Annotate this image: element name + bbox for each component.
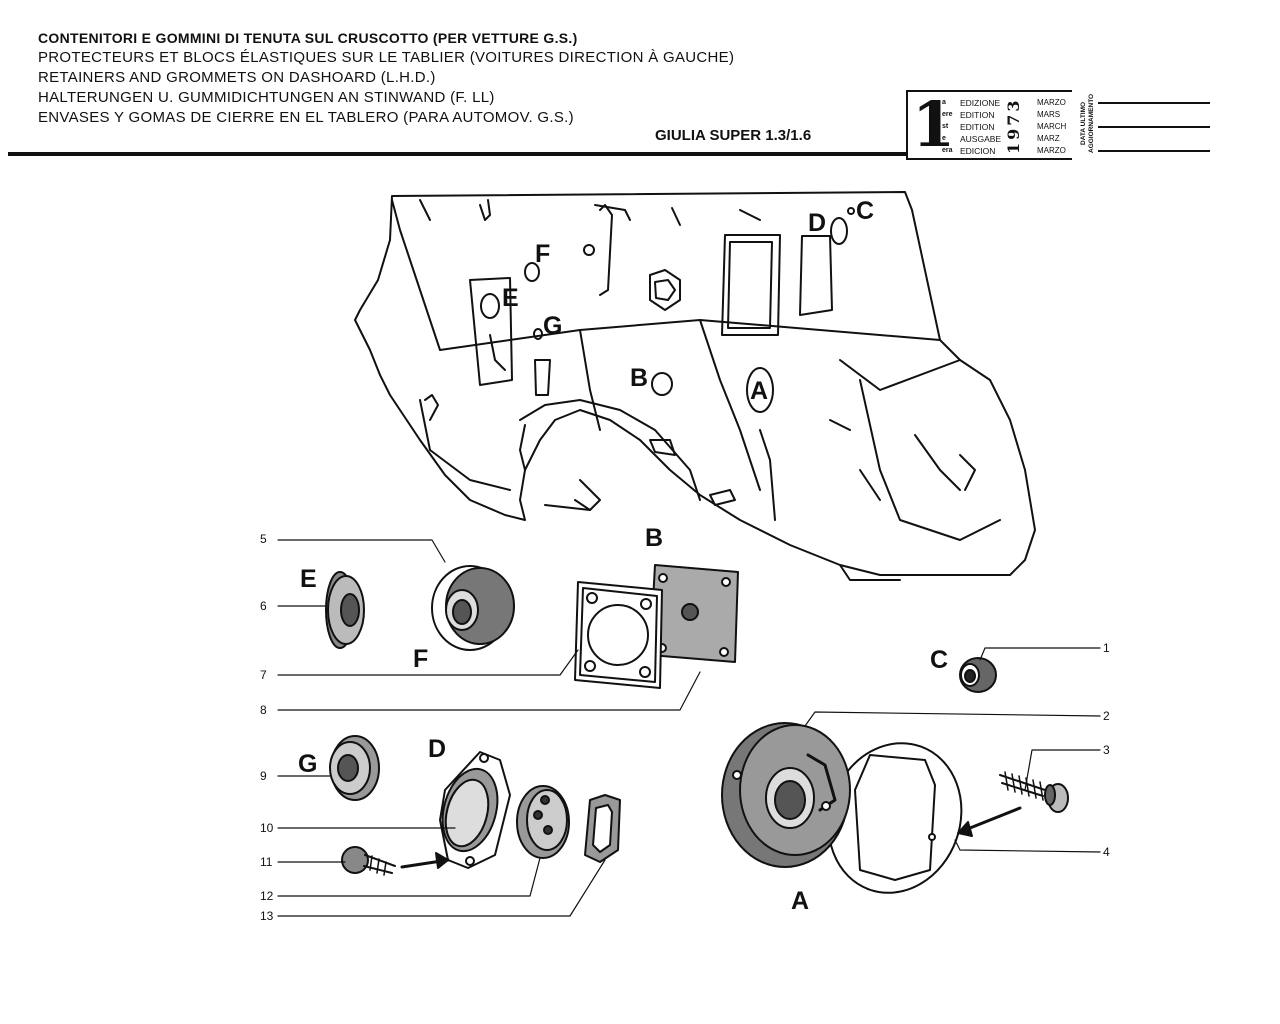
edition-word: EDICION — [960, 146, 996, 156]
edition-word: EDITION — [960, 110, 995, 120]
title-italian: CONTENITORI E GOMMINI DI TENUTA SUL CRUS… — [38, 30, 578, 46]
title-english: RETAINERS AND GROMMETS ON DASHOARD (L.H.… — [38, 69, 436, 86]
panel-letter-c: C — [856, 197, 875, 225]
callout-1: 1 — [1103, 641, 1110, 655]
callout-8: 8 — [260, 703, 267, 717]
callout-11: 11 — [260, 855, 273, 869]
edition-number: 1 — [912, 88, 956, 161]
part-letter-a: A — [791, 887, 810, 915]
update-line — [1098, 126, 1210, 128]
title-french: PROTECTEURS ET BLOCS ÉLASTIQUES SUR LE T… — [38, 49, 735, 66]
cover-d-part — [439, 751, 511, 869]
part-letter-g: G — [298, 750, 318, 778]
edition-box — [906, 90, 1072, 160]
callout-12: 12 — [260, 889, 274, 903]
edition-suffix: a — [942, 99, 946, 106]
callout-3: 3 — [1103, 743, 1110, 757]
update-line — [1098, 102, 1210, 104]
grommet-f-part — [431, 565, 515, 651]
panel-holes — [480, 207, 855, 413]
edition-suffix: ere — [942, 111, 953, 118]
edition-month: MARCH — [1037, 122, 1067, 131]
panel-letter-e: E — [502, 284, 519, 312]
part-letter-d: D — [428, 735, 447, 763]
edition-suffix: e — [942, 135, 946, 142]
header-rule — [8, 152, 906, 156]
edition-month: MARZO — [1037, 98, 1066, 107]
callout-6: 6 — [260, 599, 267, 613]
seal-a-part — [721, 722, 963, 894]
panel-letter-d: D — [808, 209, 827, 237]
title-block: CONTENITORI E GOMMINI DI TENUTA SUL CRUS… — [38, 28, 734, 128]
update-line — [1098, 150, 1210, 152]
part-letter-f: F — [413, 645, 429, 673]
callout-10: 10 — [260, 821, 274, 835]
panel-letter-g: G — [543, 312, 563, 340]
edition-word: EDIZIONE — [960, 98, 1001, 108]
edition-suffix: st — [942, 123, 949, 130]
callout-5: 5 — [260, 532, 267, 546]
edition-word: AUSGABE — [960, 134, 1002, 144]
grommet-12-part — [516, 785, 570, 859]
assembly-arrows — [400, 806, 1022, 869]
title-spanish: ENVASES Y GOMAS DE CIERRE EN EL TABLERO … — [38, 109, 574, 126]
screw-3-part — [999, 771, 1069, 813]
grommet-g-part — [329, 735, 380, 801]
edition-month: MARZO — [1037, 146, 1066, 155]
edition-month: MARS — [1037, 110, 1061, 119]
edition-suffix: era — [942, 147, 953, 154]
panel-letter-f: F — [535, 240, 551, 268]
callout-4: 4 — [1103, 845, 1110, 859]
grommet-e-part — [325, 571, 365, 649]
title-german: HALTERUNGEN U. GUMMIDICHTUNGEN AN STINWA… — [38, 89, 495, 106]
part-letter-e: E — [300, 565, 317, 593]
screw-11-part — [341, 846, 396, 876]
part-letter-c: C — [930, 646, 949, 674]
edition-word: EDITION — [960, 122, 995, 132]
dashboard-panel — [354, 191, 1036, 581]
callout-9: 9 — [260, 769, 267, 783]
panel-letter-b: B — [630, 364, 649, 392]
edition-month: MARZ — [1037, 134, 1060, 143]
model-name: GIULIA SUPER 1.3/1.6 — [655, 127, 812, 144]
part-letter-b: B — [645, 524, 664, 552]
seal-13-part — [584, 794, 621, 863]
gasket-b-part — [574, 564, 739, 689]
callout-2: 2 — [1103, 709, 1110, 723]
callout-7: 7 — [260, 668, 267, 682]
callout-13: 13 — [260, 909, 274, 923]
grommet-c-part — [959, 657, 997, 693]
callout-leaders — [277, 539, 1101, 917]
panel-letter-a: A — [750, 377, 769, 405]
